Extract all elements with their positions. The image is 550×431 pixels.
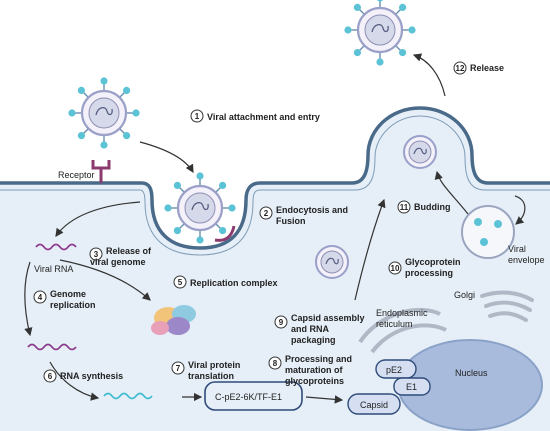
replication-complex (151, 305, 196, 335)
step-11-number: 11 (400, 203, 409, 212)
step-4-label: Genome (50, 289, 86, 299)
capsid-box (347, 393, 401, 415)
step-9-number: 9 (279, 318, 284, 327)
step-markers (33, 61, 467, 383)
step-10-label: Glycoprotein (405, 257, 461, 267)
er-label: Endoplasmic (376, 308, 428, 318)
viral-rna (27, 243, 153, 400)
er-label-2: reticulum (376, 319, 413, 329)
e1-box (393, 377, 431, 396)
step-5-label: Replication complex (190, 278, 278, 288)
receptor-label: Receptor (58, 170, 95, 180)
step-2-label: Endocytosis and (276, 205, 348, 215)
receptor (91, 160, 111, 183)
step-7-label: Viral protein (188, 360, 240, 370)
golgi-label: Golgi (454, 290, 475, 300)
virion-endocytosed (163, 171, 237, 245)
vesicle (461, 205, 515, 259)
step-1-number: 1 (195, 112, 200, 121)
step-captions: Viral attachment and entry Endocytosis a… (50, 63, 504, 386)
plasma-membrane (0, 106, 550, 250)
step-3-number: 3 (94, 250, 99, 259)
envelope-label-2: envelope (508, 255, 545, 265)
step-1-label: Viral attachment and entry (207, 112, 320, 122)
step-3-label-2: viral genome (90, 257, 146, 267)
step-4-number: 4 (38, 293, 43, 302)
capsid-label: Capsid (360, 400, 388, 410)
step-2-label-2: Fusion (276, 216, 306, 226)
step-4-label-2: replication (50, 300, 96, 310)
step-7-label-2: translation (188, 371, 234, 381)
step-10-number: 10 (391, 264, 400, 273)
step-7-number: 7 (176, 364, 181, 373)
cytoplasm (0, 108, 550, 431)
step-3-label: Release of (106, 246, 152, 256)
golgi (480, 290, 534, 322)
step-2-number: 2 (264, 209, 269, 218)
step-10-label-2: processing (405, 268, 453, 278)
step-5-number: 5 (178, 278, 183, 287)
step-numbers: 1 2 3 4 5 6 7 8 9 10 11 12 (38, 64, 465, 381)
step-12-number: 12 (456, 64, 465, 73)
step-12-label: Release (470, 63, 504, 73)
assembled-capsid (315, 245, 349, 279)
step-8-label: Processing and (285, 354, 352, 364)
virion-attaching (67, 76, 141, 150)
envelope-label: Viral (508, 244, 526, 254)
structure-labels: Receptor Viral RNA C-pE2-6K/TF-E1 pE2 E1… (34, 170, 545, 410)
endosome-receptor (214, 225, 236, 242)
step-6-number: 6 (48, 372, 53, 381)
step-6-label: RNA synthesis (60, 371, 123, 381)
step-8-label-2: maturation of (285, 365, 344, 375)
endoplasmic-reticulum (358, 307, 447, 354)
nucleus-label: Nucleus (455, 368, 488, 378)
polyprotein-label: C-pE2-6K/TF-E1 (215, 392, 282, 402)
step-9-label-3: packaging (291, 335, 336, 345)
viral-rna-label: Viral RNA (34, 264, 73, 274)
virion-released (343, 0, 417, 67)
step-9-label-2: and RNA (291, 324, 330, 334)
pe2-label: pE2 (386, 365, 402, 375)
step-8-number: 8 (273, 359, 278, 368)
e1-label: E1 (406, 382, 417, 392)
step-8-label-3: glycoproteins (285, 376, 344, 386)
pe2-box (375, 359, 417, 379)
budding-core (403, 135, 437, 169)
polyprotein-box (204, 381, 303, 411)
step-11-label: Budding (414, 202, 451, 212)
step-9-label: Capsid assembly (291, 313, 365, 323)
